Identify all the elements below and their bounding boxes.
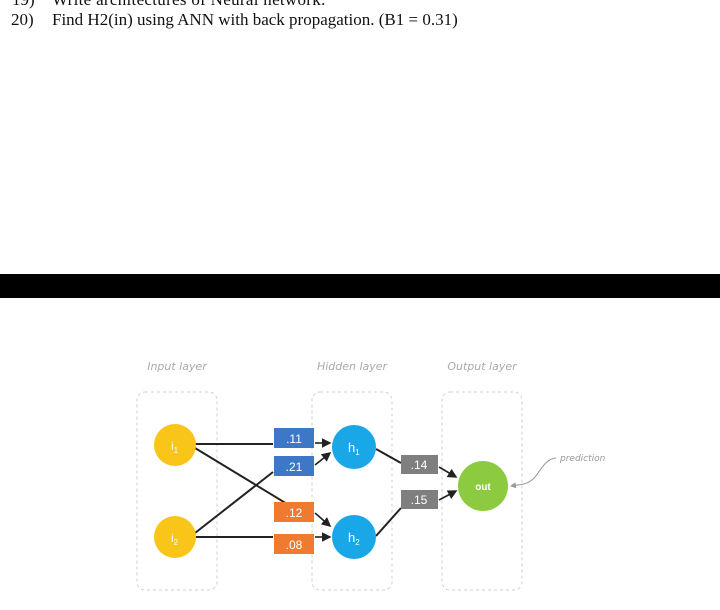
weight-i2-h1: .21 (286, 460, 303, 474)
input-node-2 (154, 516, 196, 558)
output-layer-label: Output layer (447, 360, 518, 373)
prediction-arrow (510, 457, 557, 489)
input-layer-box (136, 391, 218, 591)
weight-box-i1-h1 (274, 428, 314, 448)
weight-box-h2-out (401, 490, 438, 509)
network-svg: Input layer Hidden layer Output layer i1… (136, 360, 606, 591)
arrow-h2-to-out (438, 490, 458, 501)
hidden-layer-box (311, 391, 393, 591)
weight-box-i1-h2 (274, 502, 314, 522)
input-node-1 (154, 424, 196, 466)
edge-h1-out (375, 448, 402, 464)
neural-network-diagram: Input layer Hidden layer Output layer i1… (0, 330, 720, 610)
weight-i2-h2: .08 (286, 538, 303, 552)
question-text: Find H2(in) using ANN with back propagat… (52, 10, 458, 29)
arrow-to-h1-bottom (314, 452, 332, 466)
hidden-node-1 (332, 425, 376, 469)
hidden-node-2-label: h2 (348, 530, 360, 547)
question-number: 20) (11, 10, 34, 29)
input-node-2-label: i2 (171, 531, 179, 547)
weight-box-h1-out (401, 455, 438, 474)
prediction-label: prediction (559, 454, 606, 464)
arrow-to-h2-top (314, 512, 332, 528)
weight-h2-out: .15 (411, 493, 428, 507)
weight-i1-h1: .11 (286, 432, 302, 446)
output-node-label: out (475, 482, 491, 493)
edge-i2-h1 (194, 471, 274, 534)
previous-question-text: Write architectures of Neural network. (52, 0, 326, 10)
hidden-node-1-label: h1 (348, 440, 360, 457)
edge-i1-h2 (194, 447, 298, 511)
input-node-1-label: i1 (171, 439, 179, 455)
hidden-node-2 (332, 515, 376, 559)
output-layer-box (441, 391, 523, 591)
black-bar (0, 274, 720, 298)
hidden-layer-label: Hidden layer (317, 360, 389, 373)
input-layer-label: Input layer (147, 360, 208, 373)
weight-box-i2-h1 (274, 456, 314, 476)
weight-box-i2-h2 (274, 534, 314, 554)
edge-h2-out (375, 507, 402, 537)
arrow-h1-to-out (438, 466, 458, 478)
weight-i1-h2: .12 (286, 506, 303, 520)
output-node (458, 461, 508, 511)
weight-h1-out: .14 (411, 458, 428, 472)
previous-question-number: 19) (12, 0, 35, 10)
